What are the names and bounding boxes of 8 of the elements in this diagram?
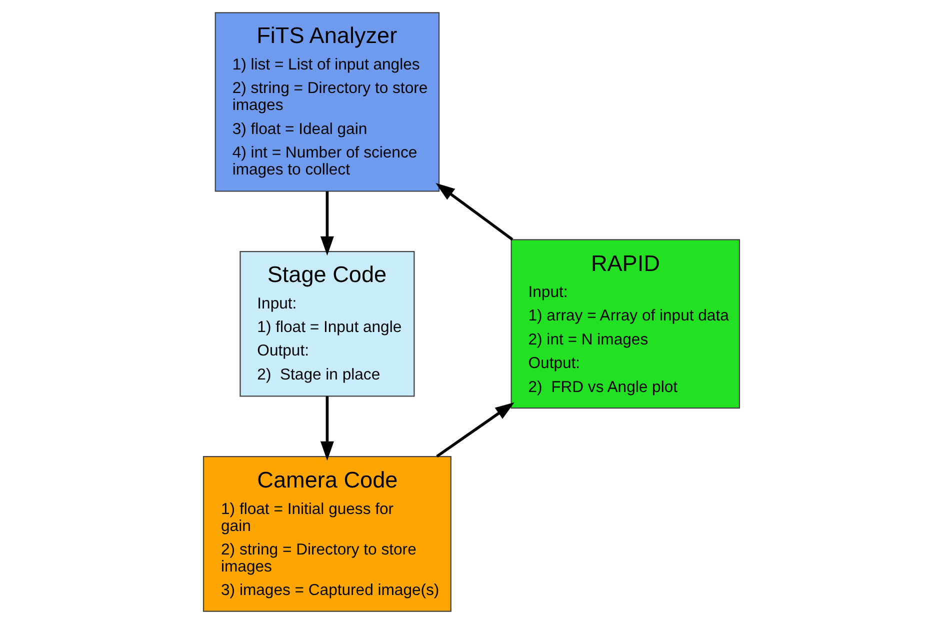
arrow — [320, 396, 334, 461]
arrow — [436, 182, 514, 241]
arrow — [436, 402, 514, 458]
arrow — [320, 191, 334, 256]
node-box: FiTS Analyzer 1) list = List of input angles 2) string = Directory to store images 3) float = Ideal gain 4) int = Number of science images to collect — [214, 12, 440, 192]
node-box: Stage Code Input: 1) float = Input angle Output: 2) Stage in place — [240, 251, 415, 397]
node-box: Camera Code 1) float = Initial guess for gain 2) string = Directory to store images 3) images = Captured image(s) — [202, 456, 452, 612]
node-box: RAPID Input: 1) array = Array of input data 2) int = N images Output: 2) FRD vs Angle plot — [510, 239, 740, 409]
